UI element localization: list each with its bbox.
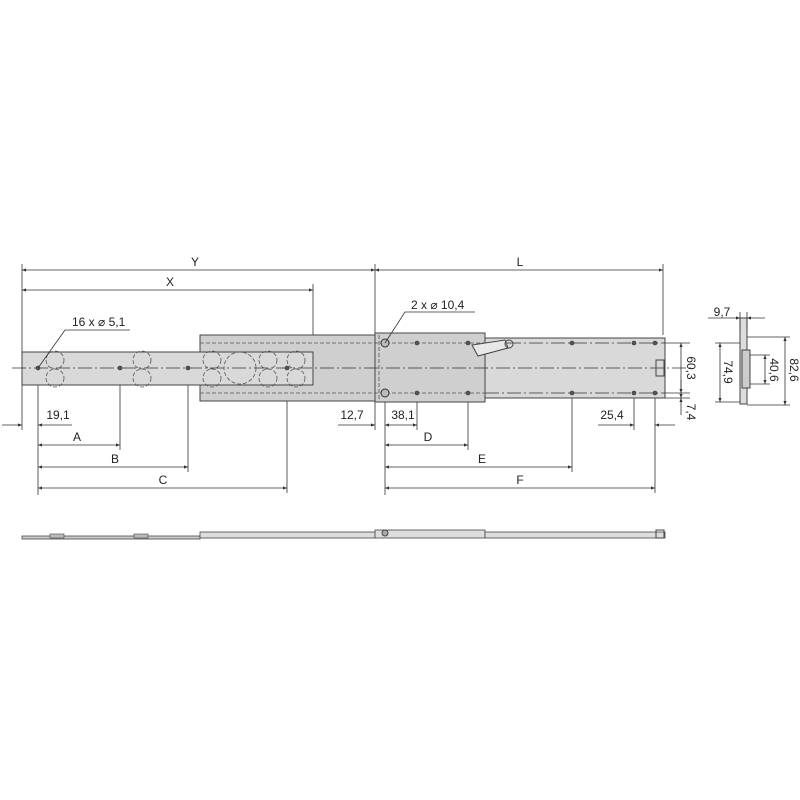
slide-front-view <box>12 332 692 403</box>
dim-D: D <box>424 430 433 444</box>
slide-top-view <box>21 529 666 540</box>
disconnect-lever <box>223 351 257 385</box>
large-holes <box>380 338 390 398</box>
dim-C: C <box>159 473 168 487</box>
dim-Y: Y <box>191 255 199 269</box>
dim-9-7: 9,7 <box>714 305 731 319</box>
dimension-labels: Y L X 19,1 A B C 12,7 38,1 D E F 25,4 60… <box>46 255 800 487</box>
dim-19-1: 19,1 <box>46 408 70 422</box>
dim-A: A <box>73 430 81 444</box>
dim-74-9: 74,9 <box>721 360 735 384</box>
dim-38-1: 38,1 <box>391 408 415 422</box>
callout-large-holes: 2 x ⌀ 10,4 <box>411 298 465 312</box>
dimension-lines <box>2 268 683 490</box>
dim-12-7: 12,7 <box>340 408 364 422</box>
dim-X: X <box>166 275 174 289</box>
dim-25-4: 25,4 <box>600 408 624 422</box>
callout-small-holes: 16 x ⌀ 5,1 <box>72 315 126 329</box>
dim-E: E <box>478 452 486 466</box>
dim-40-6: 40,6 <box>767 358 781 382</box>
mounting-slots <box>45 350 306 388</box>
dim-60-3: 60,3 <box>684 356 698 380</box>
callout-leaders <box>37 311 475 369</box>
dim-F: F <box>516 473 523 487</box>
profile-view <box>708 312 790 406</box>
dim-7-4: 7,4 <box>684 404 698 421</box>
dim-B: B <box>111 452 119 466</box>
dim-L: L <box>517 255 524 269</box>
inner-member <box>21 351 314 386</box>
small-holes <box>35 340 658 396</box>
dim-82-6: 82,6 <box>787 358 800 382</box>
